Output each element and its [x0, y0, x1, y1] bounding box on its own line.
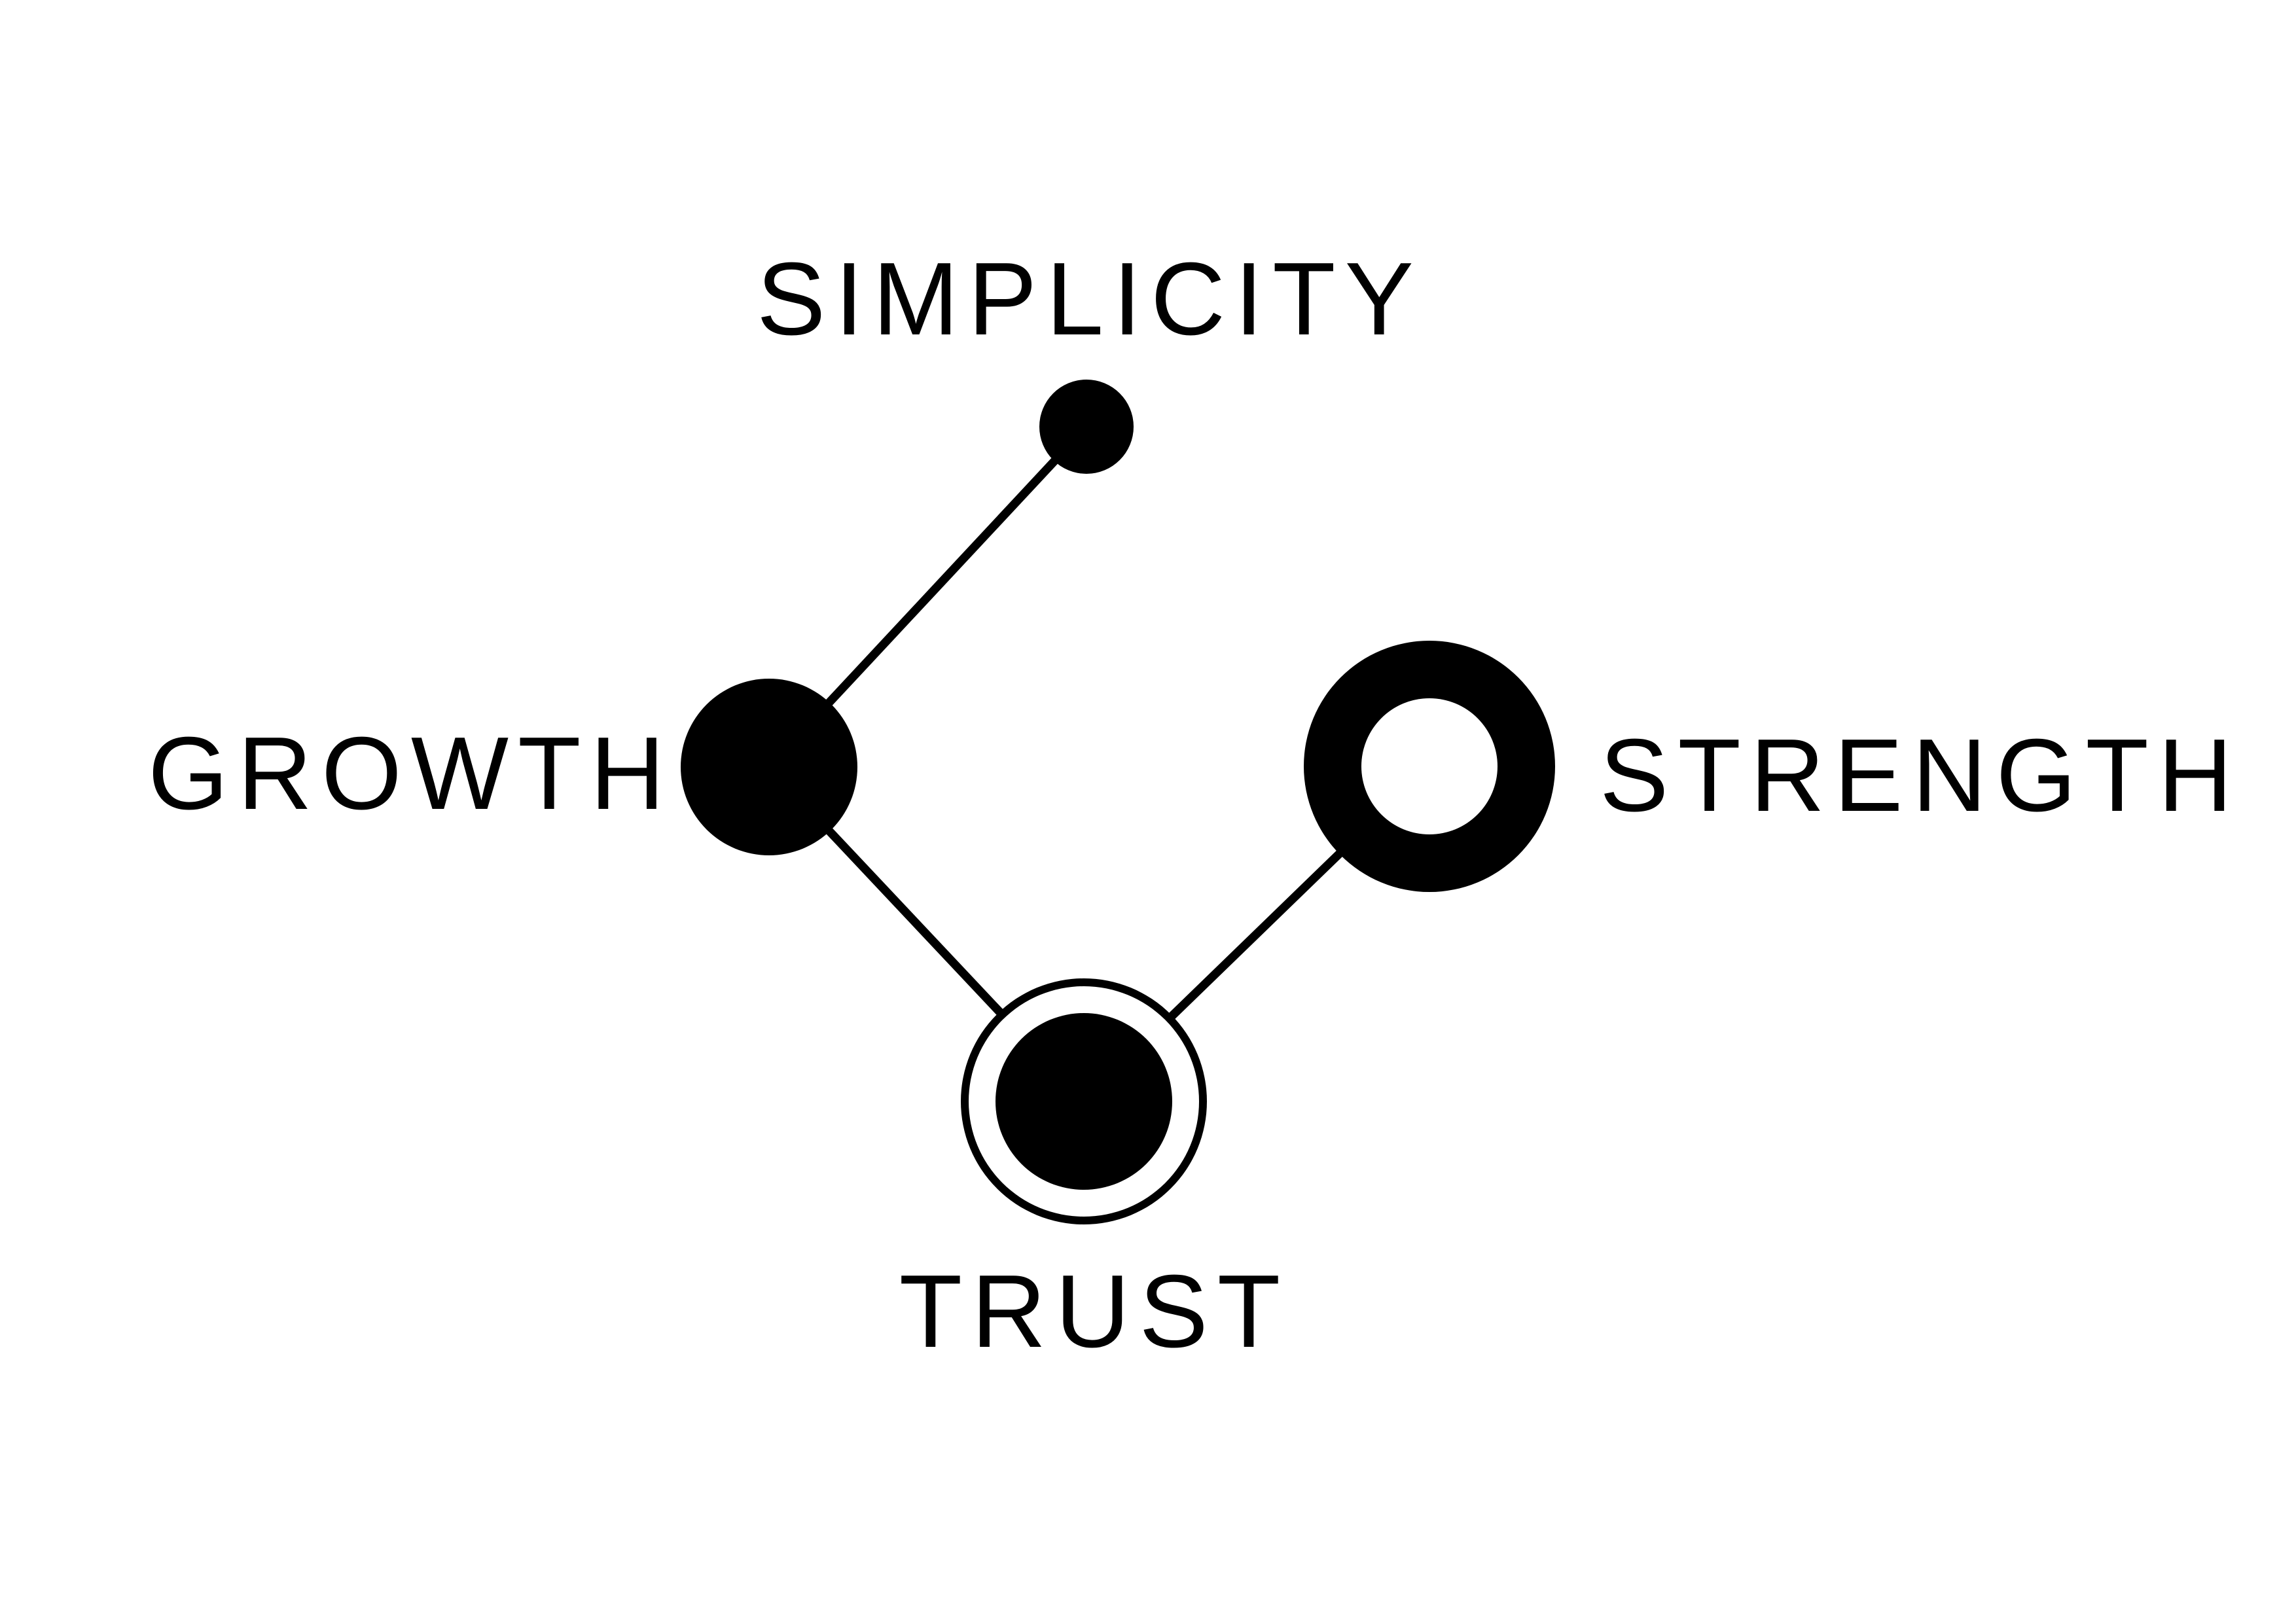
label-strength: STRENGTH: [1600, 718, 2242, 833]
node-growth: [681, 679, 857, 855]
node-simplicity: [1039, 380, 1134, 474]
node-strength: [1304, 641, 1555, 892]
label-growth: GROWTH: [148, 716, 674, 831]
node-trust: [961, 978, 1207, 1224]
label-simplicity: SIMPLICITY: [757, 241, 1423, 357]
label-trust: TRUST: [899, 1254, 1290, 1369]
